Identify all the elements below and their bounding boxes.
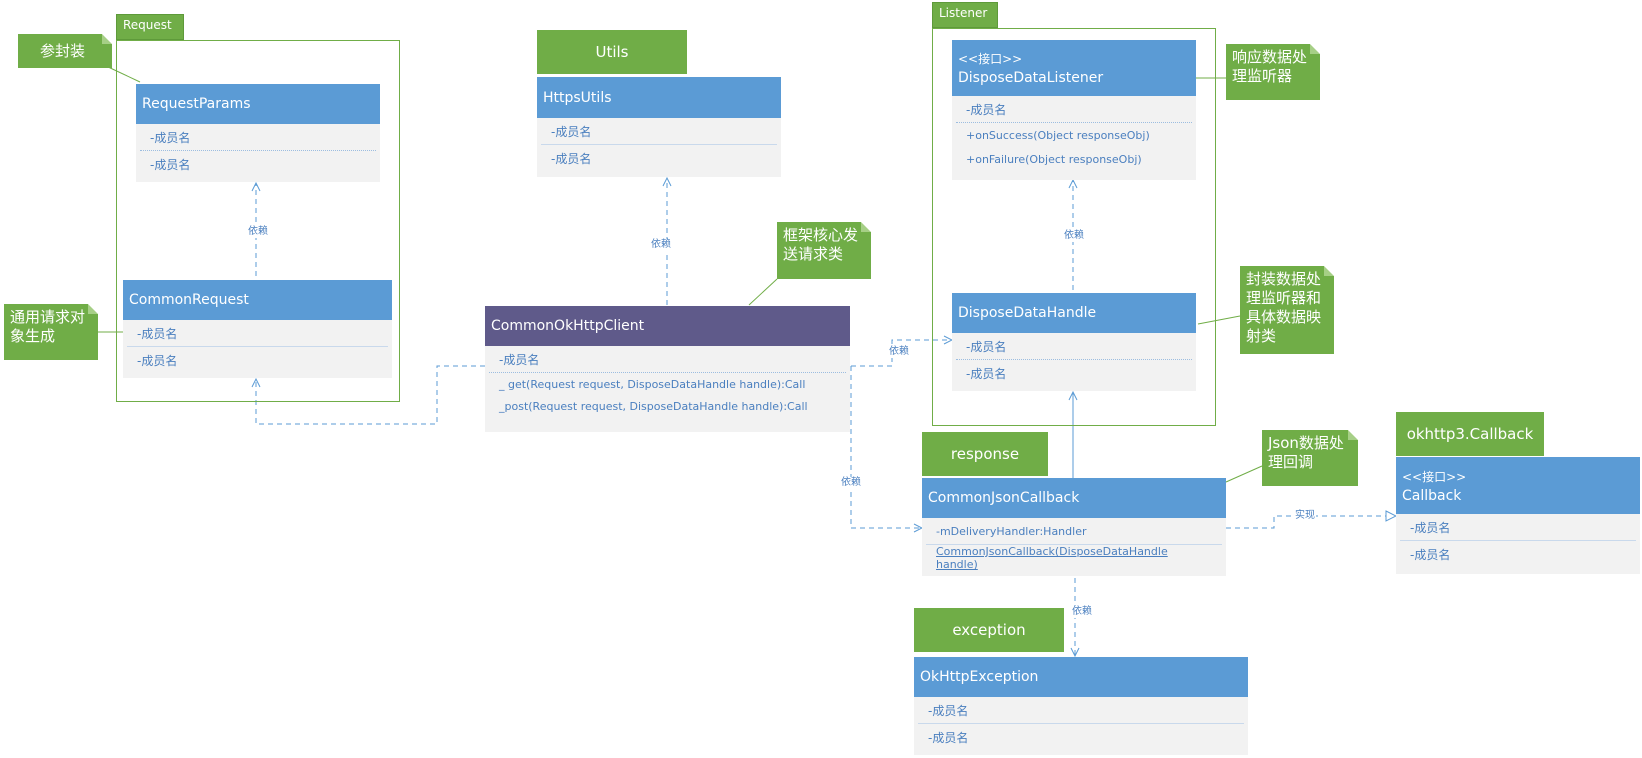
class-name: CommonOkHttpClient <box>491 318 645 334</box>
note-common-request: 通用请求对象生成 <box>4 304 98 360</box>
member-row: -成员名 <box>1410 547 1451 562</box>
note-line-handle <box>1197 315 1241 325</box>
member-row: -成员名 <box>966 102 1007 117</box>
class-dispose-data-handle[interactable]: DisposeDataHandle -成员名 -成员名 <box>952 293 1196 391</box>
package-listener-frame <box>932 28 1216 426</box>
note-core: 框架核心发送请求类 <box>777 222 871 279</box>
package-okhttp3-tag: okhttp3.Callback <box>1396 412 1544 456</box>
class-header: CommonJsonCallback <box>922 478 1226 518</box>
dep-client-commonjsoncallback <box>850 366 922 528</box>
member-row: -成员名 <box>551 151 592 166</box>
note-json: Json数据处理回调 <box>1262 430 1358 486</box>
class-header: HttpsUtils <box>537 77 781 118</box>
class-dispose-data-listener[interactable]: <<接口>> DisposeDataListener -成员名 +onSucce… <box>952 40 1196 180</box>
package-listener-tab: Listener <box>932 2 998 28</box>
member-divider <box>926 544 1222 545</box>
note-line-params <box>105 65 141 83</box>
method-row: +onFailure(Object responseObj) <box>966 152 1142 166</box>
note-line-core <box>748 278 778 306</box>
member-row: -成员名 <box>551 124 592 139</box>
method-row: _post(Request request, DisposeDataHandle… <box>499 399 808 413</box>
realize-label: 实现 <box>1294 510 1316 522</box>
dep-label-listener: 依赖 <box>1063 230 1085 242</box>
member-divider <box>489 372 846 373</box>
member-divider <box>127 346 388 347</box>
note-handle: 封装数据处理监听器和具体数据映射类 <box>1240 266 1334 354</box>
package-request-frame <box>116 40 400 402</box>
note-line-json <box>1225 465 1263 483</box>
class-stereotype: <<接口>> <box>958 52 1023 66</box>
member-divider <box>541 144 777 145</box>
package-response-tag: response <box>922 432 1048 476</box>
note-params: 参封装 <box>18 34 112 68</box>
realize-callback <box>1226 516 1396 529</box>
dep-label-handle: 依赖 <box>888 346 910 358</box>
dep-label-request: 依赖 <box>247 226 269 238</box>
class-stereotype: <<接口>> <box>1402 469 1467 484</box>
member-row: -成员名 <box>966 366 1007 381</box>
class-header: CommonRequest <box>123 280 392 320</box>
class-name: CommonJsonCallback <box>928 490 1080 506</box>
member-row: -成员名 <box>1410 520 1451 535</box>
class-name: DisposeDataHandle <box>958 305 1097 321</box>
member-row: -成员名 <box>499 352 540 367</box>
class-header: DisposeDataHandle <box>952 293 1196 333</box>
member-row: -成员名 <box>928 730 969 745</box>
member-row: -成员名 <box>928 703 969 718</box>
class-name: OkHttpException <box>920 669 1039 685</box>
member-divider <box>140 150 376 151</box>
dep-label-json: 依赖 <box>840 477 862 489</box>
member-row: -成员名 <box>150 157 191 172</box>
method-row: _ get(Request request, DisposeDataHandle… <box>499 377 806 391</box>
package-utils-tag: Utils <box>537 30 687 74</box>
class-common-request[interactable]: CommonRequest -成员名 -成员名 <box>123 280 392 378</box>
member-row: -成员名 <box>966 339 1007 354</box>
class-header: <<接口>> Callback <box>1396 457 1640 514</box>
class-request-params[interactable]: RequestParams -成员名 -成员名 <box>136 84 380 182</box>
class-name: CommonRequest <box>129 292 249 308</box>
member-divider <box>1400 540 1636 541</box>
class-common-okhttp-client[interactable]: CommonOkHttpClient -成员名 _ get(Request re… <box>485 306 850 432</box>
dep-label-exception: 依赖 <box>1071 606 1093 618</box>
member-row: -成员名 <box>137 353 178 368</box>
class-https-utils[interactable]: HttpsUtils -成员名 -成员名 <box>537 77 781 177</box>
member-divider <box>956 359 1192 360</box>
note-listener: 响应数据处理监听器 <box>1226 44 1320 100</box>
class-header: RequestParams <box>136 84 380 124</box>
dep-client-commonrequest <box>256 365 485 425</box>
class-name: HttpsUtils <box>543 89 612 106</box>
class-name: Callback <box>1402 487 1462 504</box>
dep-label-utils: 依赖 <box>650 239 672 251</box>
member-divider <box>918 723 1244 724</box>
class-header: OkHttpException <box>914 657 1248 697</box>
class-name: RequestParams <box>142 96 251 112</box>
method-row: +onSuccess(Object responseObj) <box>966 128 1150 142</box>
class-okhttp-exception[interactable]: OkHttpException -成员名 -成员名 <box>914 657 1248 755</box>
class-header: CommonOkHttpClient <box>485 306 850 346</box>
package-request-tab: Request <box>116 14 184 40</box>
class-callback[interactable]: <<接口>> Callback -成员名 -成员名 <box>1396 457 1640 574</box>
member-divider <box>956 122 1192 123</box>
class-common-json-callback[interactable]: CommonJsonCallback -mDeliveryHandler:Han… <box>922 478 1226 576</box>
class-name: DisposeDataListener <box>958 70 1104 86</box>
method-row: CommonJsonCallback(DisposeDataHandle han… <box>936 545 1168 571</box>
member-row: -mDeliveryHandler:Handler <box>936 524 1087 538</box>
class-header: <<接口>> DisposeDataListener <box>952 40 1196 96</box>
member-row: -成员名 <box>150 130 191 145</box>
member-row: -成员名 <box>137 326 178 341</box>
package-exception-tag: exception <box>914 608 1064 652</box>
